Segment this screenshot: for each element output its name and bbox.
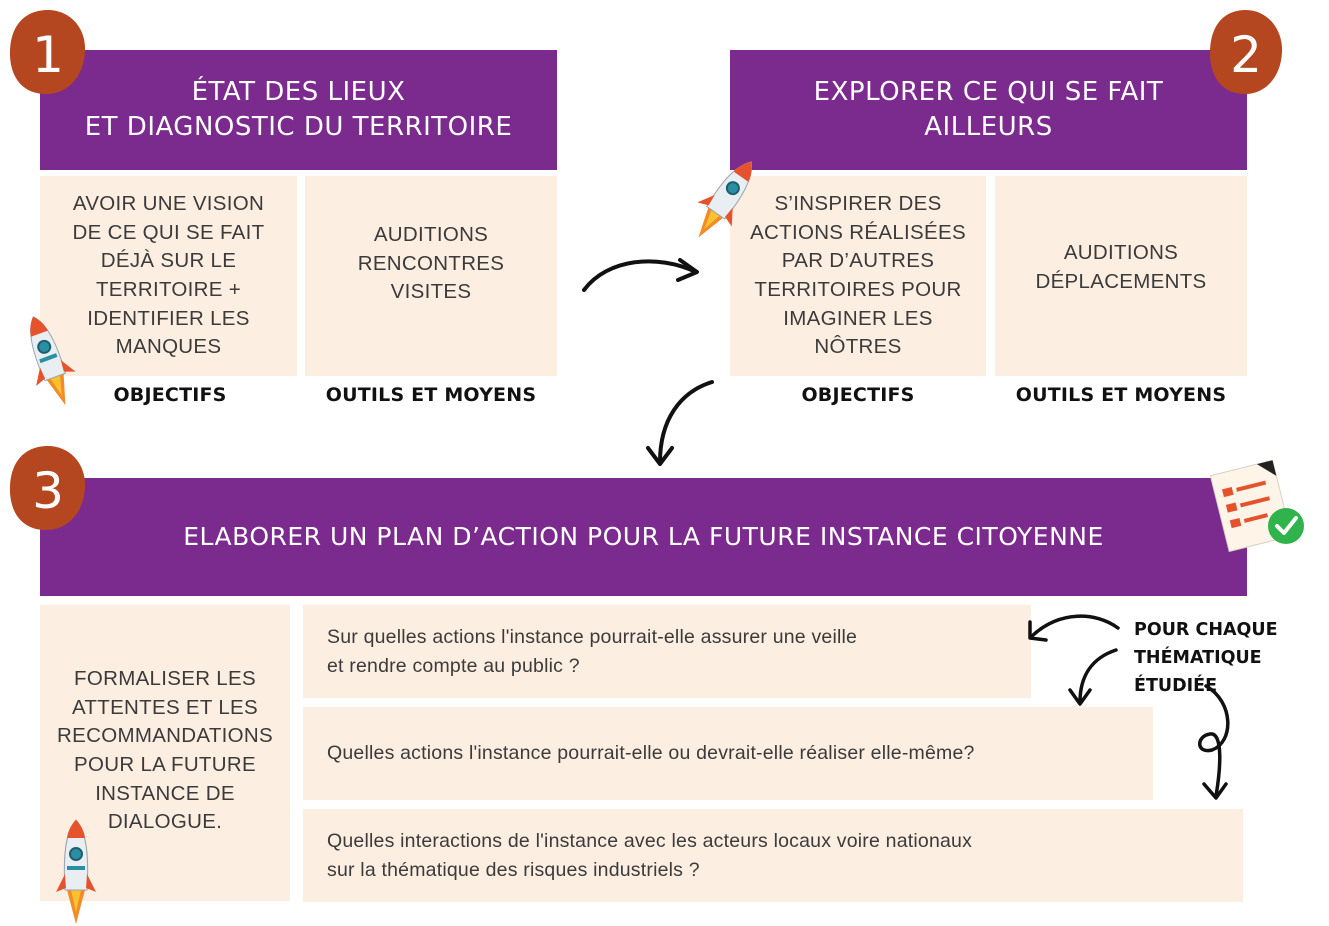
step2-number-badge: 2 <box>1209 9 1283 95</box>
step2-objective-text: S’INSPIRER DES ACTIONS RÉALISÉES PAR D’A… <box>750 191 966 359</box>
step2-tools-box: AUDITIONS DÉPLACEMENTS <box>995 176 1247 376</box>
step1-objective-box: AVOIR UNE VISION DE CE QUI SE FAIT DÉJÀ … <box>40 176 297 376</box>
step2-tools-label: OUTILS ET MOYENS <box>1015 384 1227 406</box>
step2-objective-box: S’INSPIRER DES ACTIONS RÉALISÉES PAR D’A… <box>730 176 986 376</box>
curved-arrow-icon <box>1198 684 1230 800</box>
step2-title: EXPLORER CE QUI SE FAIT AILLEURS <box>813 76 1164 142</box>
checklist-icon <box>1209 459 1304 553</box>
step2-tools-text: AUDITIONS DÉPLACEMENTS <box>1035 241 1207 293</box>
step3-number-badge: 3 <box>9 445 86 531</box>
curved-arrow-icon <box>582 258 699 292</box>
question-box: Quelles actions l'instance pourrait-elle… <box>303 707 1153 800</box>
step1-number-badge: 1 <box>9 9 86 95</box>
question-box: Quelles interactions de l'instance avec … <box>303 809 1243 902</box>
step3-header: ELABORER UN PLAN D’ACTION POUR LA FUTURE… <box>40 478 1247 596</box>
step1-objective-text: AVOIR UNE VISION DE CE QUI SE FAIT DÉJÀ … <box>72 191 265 359</box>
step2-number: 2 <box>1230 26 1262 84</box>
curved-arrow-icon <box>1068 648 1118 706</box>
side-note: POUR CHAQUE THÉMATIQUE ÉTUDIÉE <box>1134 620 1278 696</box>
rocket-icon <box>30 316 76 406</box>
step3-title: ELABORER UN PLAN D’ACTION POUR LA FUTURE… <box>183 522 1104 552</box>
curved-arrow-icon <box>1028 614 1120 642</box>
question-text: Sur quelles actions l'instance pourrait-… <box>327 626 858 677</box>
step1-header: ÉTAT DES LIEUX ET DIAGNOSTIC DU TERRITOI… <box>40 50 557 170</box>
question-text: Quelles interactions de l'instance avec … <box>327 830 973 881</box>
step1-tools-label: OUTILS ET MOYENS <box>325 384 537 406</box>
step2-header: EXPLORER CE QUI SE FAIT AILLEURS <box>730 50 1247 170</box>
step1-tools-text: AUDITIONS RENCONTRES VISITES <box>357 222 505 304</box>
step3-number: 3 <box>32 462 64 520</box>
step1-objective-label: OBJECTIFS <box>113 384 227 406</box>
step3-left-text: FORMALISER LES ATTENTES ET LES RECOMMAND… <box>57 667 273 834</box>
step2-objective-label: OBJECTIFS <box>801 384 915 406</box>
question-box: Sur quelles actions l'instance pourrait-… <box>303 605 1031 698</box>
rocket-icon <box>56 819 96 924</box>
rocket-icon <box>697 161 752 238</box>
step1-number: 1 <box>32 26 64 84</box>
step1-tools-box: AUDITIONS RENCONTRES VISITES <box>305 176 557 376</box>
question-text: Quelles actions l'instance pourrait-elle… <box>327 742 975 765</box>
curved-arrow-icon <box>646 380 714 466</box>
step1-title: ÉTAT DES LIEUX ET DIAGNOSTIC DU TERRITOI… <box>84 76 513 142</box>
